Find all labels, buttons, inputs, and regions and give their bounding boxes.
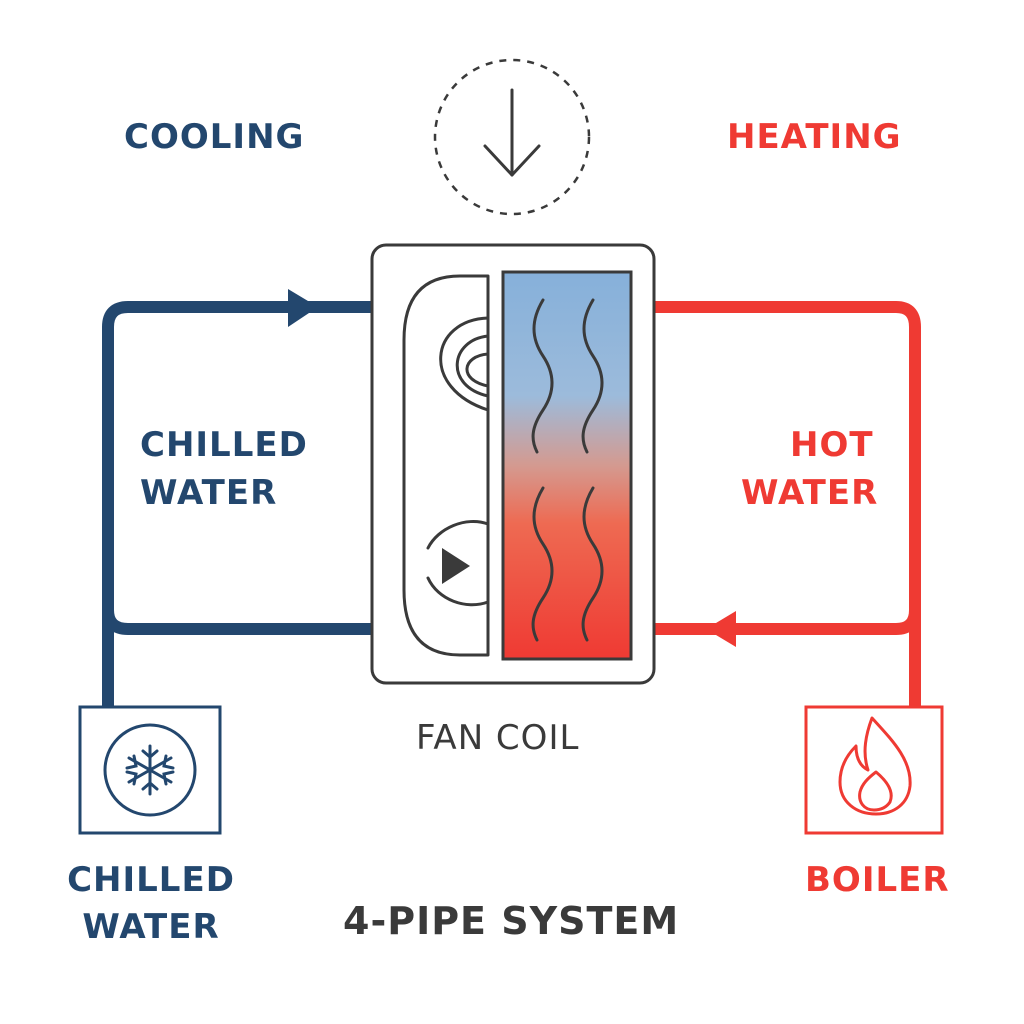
hot-water-piping <box>654 301 921 710</box>
boiler-label: BOILER <box>805 860 950 900</box>
chiller-label-line2: WATER <box>82 907 220 947</box>
chilled-water-flow-arrow <box>288 289 318 327</box>
airflow-indicator <box>433 58 591 216</box>
hot-water-flow-arrow <box>706 611 736 647</box>
hot-water-label-line1: HOT <box>790 425 874 465</box>
boiler-unit <box>804 705 944 835</box>
heat-exchanger-coil-icon <box>501 270 633 661</box>
fan-blower-icon <box>402 274 490 657</box>
chilled-water-pipe-label-line1: CHILLED <box>140 425 308 465</box>
coil-fins <box>531 298 604 642</box>
chiller-label-line1: CHILLED <box>67 860 235 900</box>
cooling-label: COOLING <box>124 117 305 157</box>
chilled-water-pipe-label-line2: WATER <box>140 473 278 513</box>
hot-water-label-line2: WATER <box>741 473 879 513</box>
fan-coil-label: FAN COIL <box>416 718 580 758</box>
snowflake-icon <box>125 744 175 796</box>
system-title: 4-PIPE SYSTEM <box>343 899 680 943</box>
fan-coil-unit <box>370 243 656 685</box>
chilled-water-piping <box>102 301 372 710</box>
arrow-down-icon <box>483 88 541 177</box>
flame-icon <box>838 716 912 816</box>
chiller-unit <box>78 705 222 835</box>
heating-label: HEATING <box>727 117 902 157</box>
fan-motor-icon <box>442 548 470 584</box>
